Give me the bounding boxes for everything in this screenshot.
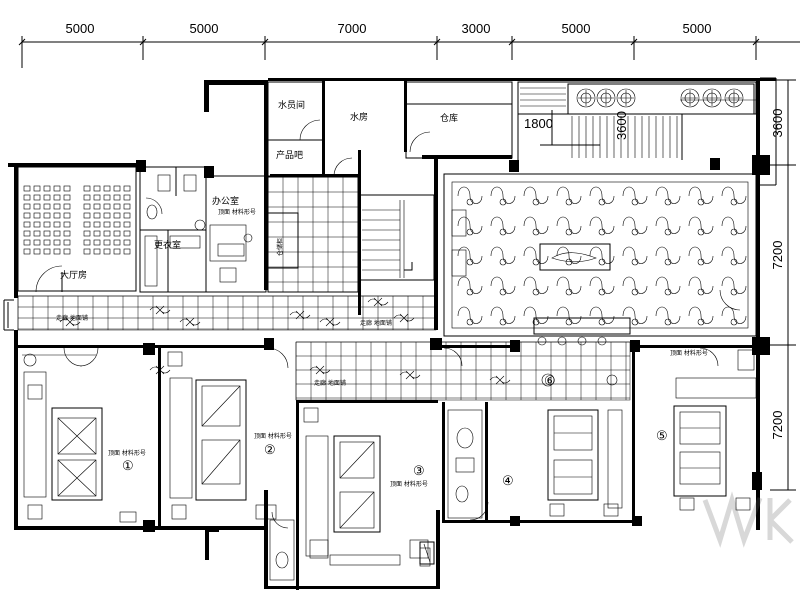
- top-rooms: 水员间 产品吧 水房 仓库: [267, 81, 513, 177]
- guest-rooms: 顶面 材料形号 顶面 材料形号: [22, 349, 757, 581]
- room-label-laundry: 水员间: [278, 99, 305, 111]
- dim-right-3: 7200: [770, 411, 785, 440]
- top-dimension-line: 5000 5000 7000 3000 5000 5000: [18, 21, 800, 68]
- room-label-storage: 仓储柜: [276, 238, 284, 256]
- guest-room-4: [547, 409, 623, 517]
- room-label-warehouse: 仓库: [440, 112, 458, 124]
- door-swings: [63, 197, 741, 529]
- room-label-office: 办公室: [212, 195, 239, 207]
- room-number-3: ③: [413, 463, 425, 478]
- room-label-conference: 大厅房: [60, 269, 87, 281]
- office: 办公室 顶面 材料形号: [194, 175, 267, 293]
- watermark-mark: [702, 491, 794, 548]
- room-label-changing: 更衣室: [154, 239, 181, 251]
- storage-area: 仓储柜: [267, 176, 359, 293]
- room-number-1: ①: [122, 458, 134, 473]
- right-dimension-line: 3600 7200 7200: [770, 79, 796, 491]
- dim-top-5: 5000: [562, 21, 591, 36]
- dim-top-2: 5000: [190, 21, 219, 36]
- dim-top-3: 7000: [338, 21, 367, 36]
- dim-top-6: 5000: [683, 21, 712, 36]
- guest-room-3: 顶面 材料形号: [303, 407, 431, 567]
- room-label-product-bar: 产品吧: [276, 149, 303, 161]
- note-ceiling-room2: 顶面 材料形号: [254, 432, 292, 440]
- lobby-carpet: [443, 173, 757, 337]
- dim-right-2: 7200: [770, 241, 785, 270]
- room-number-2: ②: [264, 442, 276, 457]
- note-ceiling-room3: 顶面 材料形号: [390, 480, 428, 488]
- room-number-6: ⑥: [544, 373, 556, 388]
- guest-room-1: 顶面 材料形号: [22, 353, 146, 523]
- dim-inner-3600: 3600: [614, 111, 629, 140]
- structural-walls: [8, 78, 776, 590]
- guest-room-5: [673, 349, 757, 511]
- guest-room-2: 顶面 材料形号: [167, 351, 292, 520]
- terrace: 1800 3600: [517, 77, 777, 186]
- note-corridor-a: 走廊 地面铺: [56, 314, 88, 322]
- note-corridor-b: 走廊 地面铺: [360, 319, 392, 327]
- note-corridor-c: 走廊 地面铺: [314, 379, 346, 387]
- dim-top-1: 5000: [66, 21, 95, 36]
- restroom-block: 更衣室: [139, 166, 207, 293]
- note-ceiling-room1: 顶面 材料形号: [108, 449, 146, 457]
- note-ceiling-room5: 顶面 材料形号: [670, 349, 708, 357]
- left-entry: [3, 299, 14, 331]
- room-number-4: ④: [502, 473, 514, 488]
- staircase: [359, 194, 435, 281]
- conference-room: 大厅房: [17, 166, 137, 293]
- dim-top-4: 3000: [462, 21, 491, 36]
- note-ceiling-office: 顶面 材料形号: [218, 208, 256, 216]
- dim-right-1: 3600: [770, 109, 785, 138]
- corridor: 走廊 地面铺 走廊 地面铺 走廊 地面铺: [17, 295, 631, 401]
- bathroom: [447, 409, 483, 519]
- dim-inner-1800: 1800: [524, 116, 553, 131]
- room-label-water: 水房: [350, 111, 368, 123]
- bottom-closet: [269, 519, 435, 581]
- room-number-5: ⑤: [656, 428, 668, 443]
